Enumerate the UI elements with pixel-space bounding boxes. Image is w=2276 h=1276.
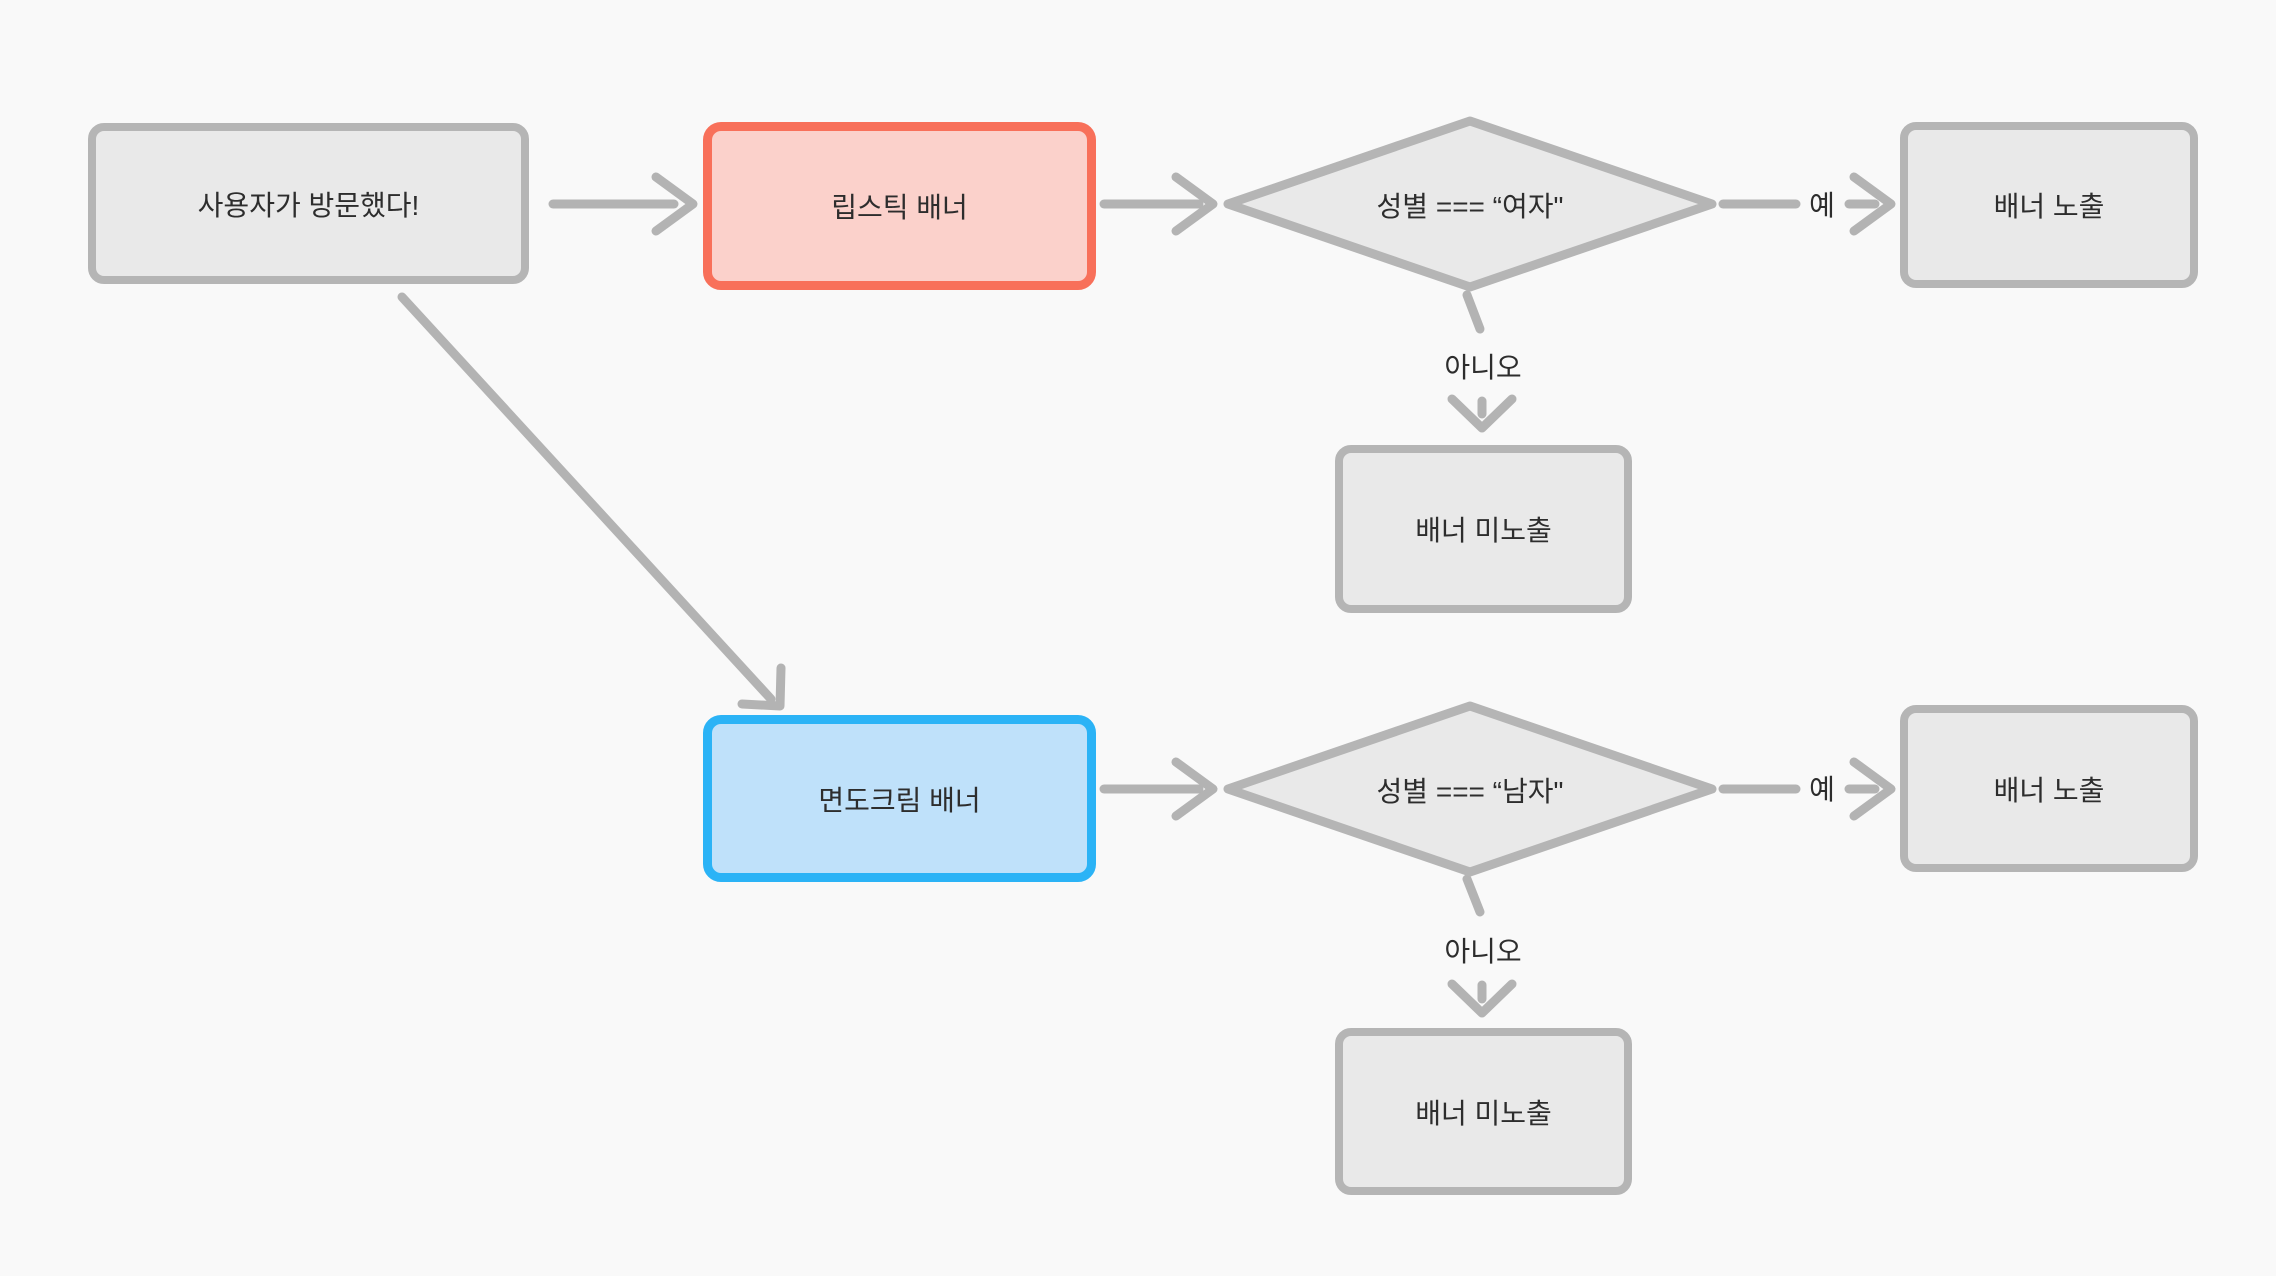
node-banner-show-2-label: 배너 노출: [1993, 774, 2105, 806]
arrow-head-icon: [737, 663, 786, 711]
decision-male-label: 성별 === “남자": [1376, 776, 1564, 807]
node-lipstick-banner: 립스틱 배너: [703, 122, 1096, 290]
node-user-visited-label: 사용자가 방문했다!: [197, 189, 420, 221]
node-banner-hide-1: 배너 미노출: [1335, 445, 1632, 613]
edge-start-to-shaving: [397, 292, 786, 711]
node-banner-hide-1-label: 배너 미노출: [1415, 515, 1552, 546]
decision-female-diamond: [1223, 116, 1717, 292]
edge-label-no-2: 아니오: [1444, 936, 1522, 967]
edge-decision-female-yes: [1718, 172, 1896, 236]
edge-label-yes-2: 예: [1809, 774, 1835, 805]
decision-female-label: 성별 === “여자": [1376, 191, 1564, 222]
node-user-visited: 사용자가 방문했다!: [88, 123, 529, 284]
arrow-head-icon: [1849, 757, 1896, 821]
arrow-head-icon: [1849, 172, 1896, 236]
arrow-head-icon: [1447, 979, 1517, 1018]
node-banner-show-1-label: 배너 노출: [1993, 191, 2105, 222]
arrow-head-icon: [651, 172, 698, 236]
arrow-head-icon: [1171, 757, 1218, 821]
node-lipstick-banner-label: 립스틱 배너: [831, 192, 968, 223]
arrow-head-icon: [1447, 394, 1517, 433]
edge-decision-male-yes: [1718, 757, 1896, 821]
node-shaving-banner-label: 면도크림 배너: [818, 784, 981, 816]
edge-shaving-to-decision: [1099, 757, 1218, 821]
edge-decision-female-no: [1447, 290, 1517, 433]
node-banner-hide-2-label: 배너 미노출: [1415, 1097, 1552, 1129]
edge-lipstick-to-decision: [1099, 172, 1218, 236]
node-banner-hide-2: 배너 미노출: [1335, 1028, 1632, 1195]
decision-male-diamond: [1223, 701, 1717, 877]
edge-decision-male-no: [1447, 874, 1517, 1018]
edge-label-yes-1: 예: [1809, 190, 1835, 221]
edge-label-no-1: 아니오: [1444, 352, 1522, 383]
arrow-head-icon: [1171, 172, 1218, 236]
node-banner-show-2: 배너 노출: [1900, 705, 2198, 872]
edge-start-to-lipstick: [548, 172, 698, 236]
node-shaving-banner: 면도크림 배너: [703, 715, 1096, 882]
node-banner-show-1: 배너 노출: [1900, 122, 2198, 288]
